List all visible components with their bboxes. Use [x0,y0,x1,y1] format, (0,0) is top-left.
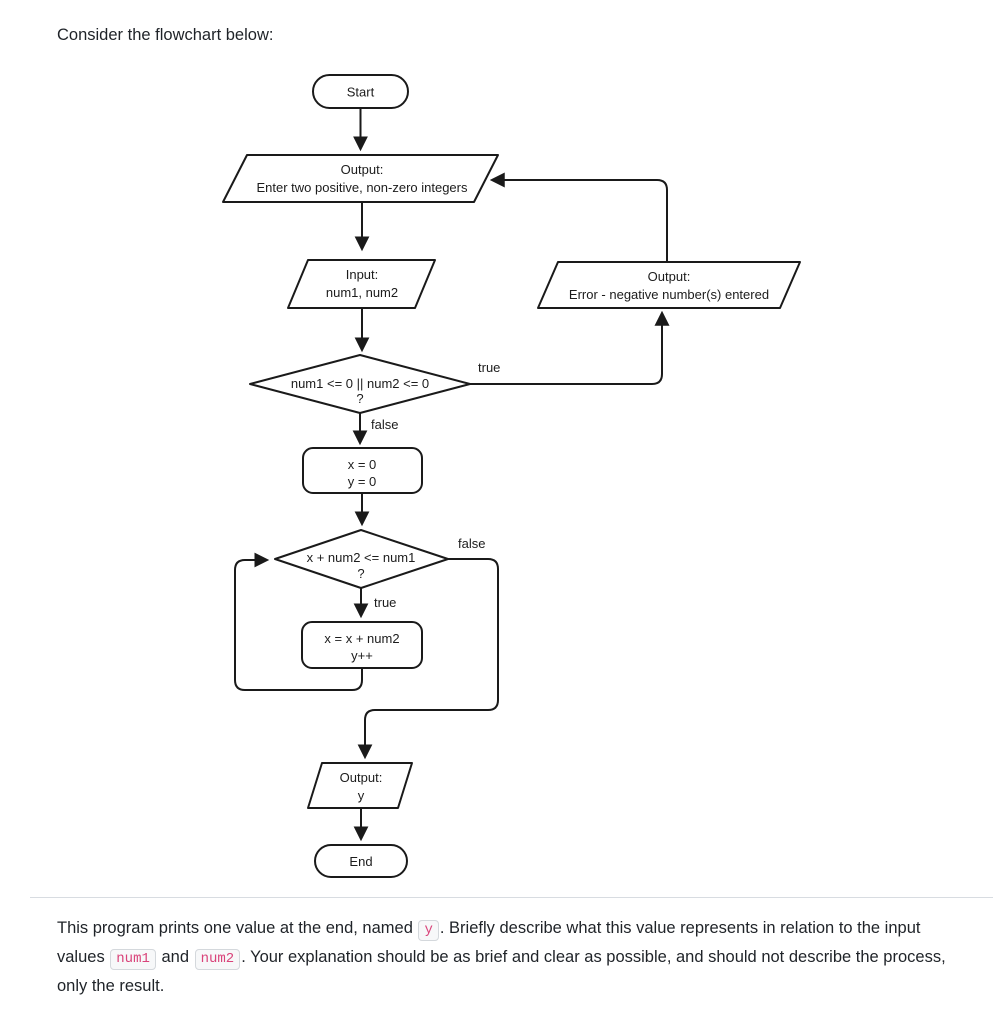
edge-label-false: false [458,536,485,551]
process-rect-shape [302,447,423,494]
terminator-shape [312,74,409,109]
node-label-line2: y [358,788,365,803]
edge-output-error-to-output-prompt [489,172,668,262]
node-label-line1: Input: [346,267,379,282]
io-parallelogram-shape [307,762,413,809]
code-chip-y: y [418,920,439,941]
edge-label-true: true [374,595,396,610]
io-parallelogram-shape [287,259,436,309]
node-label: Start [347,85,375,100]
decision-diamond-shape [249,354,471,414]
node-label-line2: y = 0 [348,474,377,489]
node-label-line2: Error - negative number(s) entered [569,287,769,302]
node-label-line2: ? [356,391,363,406]
edge-label-false: false [371,417,398,432]
flowchart-node-end: End [314,844,408,878]
flowchart-node-output-prompt: Output: Enter two positive, non-zero int… [222,154,499,203]
section-divider [30,897,993,898]
flowchart-node-decision-negative: num1 <= 0 || num2 <= 0 ? [249,354,471,414]
question-part: . Your explanation should be as brief an… [57,948,946,995]
edge-accumulate-loopback-to-decision-loop [234,552,363,691]
code-chip-num1: num1 [110,949,156,970]
question-part: and [156,948,194,966]
io-parallelogram-shape [222,154,499,203]
node-label-line1: x = x + num2 [324,631,399,646]
edge-decision-negative-true-to-output-error [470,310,670,385]
flowchart-node-output-result: Output: y [307,762,413,809]
node-label-line1: Output: [340,770,383,785]
io-parallelogram-shape [537,261,801,309]
flowchart-node-accumulate: x = x + num2 y++ [301,621,423,669]
node-label-line2: ? [357,566,364,581]
question-part: . Briefly describe what this value repre… [57,919,921,966]
edge-decision-loop-false-to-output-result [357,558,499,760]
flowchart-node-input: Input: num1, num2 [287,259,436,309]
flowchart-node-decision-loop: x + num2 <= num1 ? [274,529,449,589]
node-label-line1: num1 <= 0 || num2 <= 0 [291,376,429,391]
node-label-line1: x = 0 [348,457,377,472]
flowchart: true false false true Start Output: Ente… [222,74,801,878]
decision-diamond-shape [274,529,449,589]
node-label-line1: Output: [341,162,384,177]
intro-text: Consider the flowchart below: [57,26,274,44]
node-label: End [349,854,372,869]
process-rect-shape [301,621,423,669]
node-label-line2: Enter two positive, non-zero integers [257,180,468,195]
flowchart-node-output-error: Output: Error - negative number(s) enter… [537,261,801,309]
question-part: This program prints one value at the end… [57,919,418,937]
node-label-line1: Output: [648,269,691,284]
question-text: This program prints one value at the end… [57,915,954,1000]
edge-label-true: true [478,360,500,375]
code-chip-num2: num2 [194,949,241,970]
terminator-shape [314,844,408,878]
flowchart-node-start: Start [312,74,409,109]
node-label-line2: y++ [351,648,373,663]
node-label-line2: num1, num2 [326,285,398,300]
flowchart-node-init: x = 0 y = 0 [302,447,423,494]
node-label-line1: x + num2 <= num1 [307,550,416,565]
